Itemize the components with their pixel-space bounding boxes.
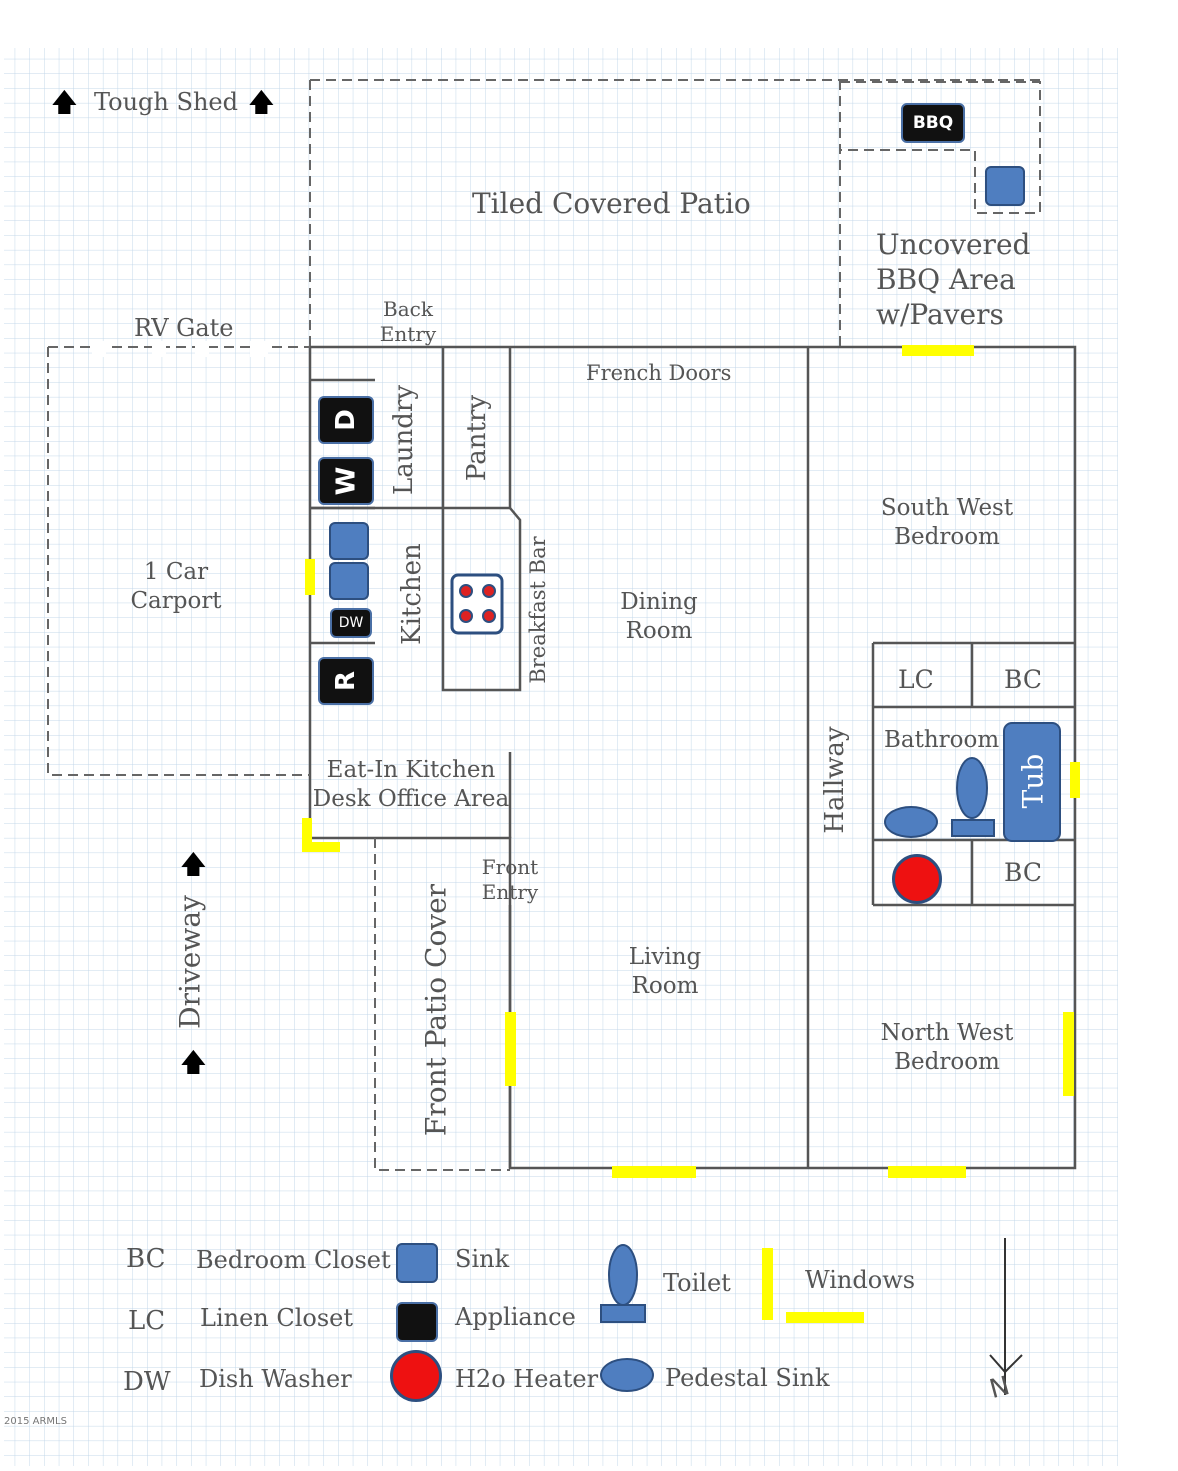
kitchen-label: Kitchen: [397, 543, 427, 645]
bbq-sink-icon: [985, 166, 1025, 206]
legend-toilet-tank: [600, 1304, 646, 1323]
rv-gate-opening: [195, 341, 209, 357]
legend-toilet-text: Toilet: [663, 1269, 731, 1297]
legend-window-icon: [786, 1312, 864, 1323]
legend-windows-text: Windows: [805, 1266, 916, 1294]
back-entry-label: Back Entry: [379, 297, 437, 346]
legend-lc-text: Linen Closet: [200, 1304, 354, 1332]
carport-dashed-outline: [47, 346, 310, 776]
tough-shed-label: Tough Shed: [94, 88, 238, 116]
bbq-area-outline: [840, 81, 1041, 214]
rv-gate-opening: [250, 341, 268, 357]
hallway-label: Hallway: [820, 726, 850, 834]
up-arrow-icon: 🡅: [248, 88, 275, 118]
nw-bedroom-label: North West Bedroom: [880, 1020, 1014, 1075]
bath-pedestal-sink-icon: [884, 806, 938, 838]
patio-dashed-outline: [309, 79, 1040, 347]
watermark: 2015 ARMLS: [4, 1416, 67, 1427]
bathtub-icon: [1003, 722, 1061, 842]
pantry-label: Pantry: [462, 394, 492, 482]
tub-label: Tub: [1016, 753, 1050, 809]
dishwasher-appliance: DW: [330, 608, 372, 638]
legend-pedestal-text: Pedestal Sink: [665, 1364, 830, 1392]
burner-icon: [482, 584, 496, 598]
legend-bc-abbr: BC: [126, 1244, 166, 1274]
legend-appliance-icon: [396, 1302, 438, 1342]
water-heater-icon: [892, 854, 942, 904]
driveway-label: Driveway: [173, 895, 207, 1029]
burner-icon: [459, 584, 473, 598]
laundry-appliance-wall: [310, 378, 375, 645]
front-entry-label: Front Entry: [481, 855, 539, 904]
legend-toilet-bowl: [608, 1244, 638, 1306]
bath-toilet-bowl: [956, 757, 988, 819]
window-marker: [902, 345, 974, 356]
dryer-appliance: D: [318, 396, 374, 444]
window-marker: [612, 1166, 696, 1178]
bath-walls: [871, 641, 1075, 907]
french-doors-label: French Doors: [586, 361, 732, 385]
sw-bedroom-label: South West Bedroom: [880, 495, 1014, 550]
legend-heater-icon: [390, 1350, 442, 1402]
living-room-label: Living Room: [628, 944, 702, 999]
window-marker: [302, 842, 340, 852]
legend-window-icon: [762, 1248, 773, 1320]
eat-in-kitchen-label: Eat-In Kitchen Desk Office Area: [312, 757, 510, 812]
graph-paper-grid: [4, 48, 1118, 1466]
kitchen-sink-icon: [329, 522, 369, 560]
north-arrow-head: [989, 1354, 1023, 1374]
window-marker: [305, 559, 315, 595]
bedroom-closet-label: BC: [1004, 858, 1042, 887]
legend-sink-text: Sink: [455, 1245, 510, 1273]
legend-sink-icon: [396, 1243, 438, 1283]
laundry-label: Laundry: [389, 384, 419, 496]
rv-gate-label: RV Gate: [134, 314, 234, 342]
washer-appliance: W: [318, 457, 374, 505]
window-marker: [1070, 762, 1080, 798]
bath-toilet-tank: [951, 819, 995, 837]
up-arrow-icon: 🡅: [51, 88, 78, 118]
front-patio-label: Front Patio Cover: [419, 883, 453, 1137]
legend-lc-abbr: LC: [128, 1306, 166, 1336]
dining-room-label: Dining Room: [620, 589, 698, 644]
rv-gate-opening: [152, 341, 166, 357]
refrigerator-appliance: R: [318, 657, 374, 705]
bathroom-label: Bathroom: [884, 727, 1000, 753]
kitchen-wall: [441, 507, 522, 692]
breakfast-bar-label: Breakfast Bar: [526, 536, 550, 684]
front-patio-dashed-outline: [374, 838, 510, 1171]
legend-heater-text: H2o Heater: [455, 1365, 599, 1393]
window-marker: [888, 1166, 966, 1178]
rv-gate-opening: [92, 341, 106, 357]
burner-icon: [482, 609, 496, 623]
window-marker: [1063, 1012, 1074, 1096]
kitchen-sink-icon: [329, 562, 369, 600]
linen-closet-label: LC: [898, 665, 934, 694]
legend-dw-text: Dish Washer: [199, 1365, 352, 1393]
window-marker: [505, 1012, 516, 1086]
up-arrow-icon: 🡅: [180, 1048, 207, 1078]
legend-bc-text: Bedroom Closet: [196, 1246, 391, 1274]
stove-icon: [450, 573, 504, 635]
legend-appliance-text: Appliance: [455, 1303, 576, 1331]
tiled-patio-label: Tiled Covered Patio: [472, 187, 751, 220]
legend-dw-abbr: DW: [123, 1367, 171, 1397]
bbq-appliance: BBQ: [901, 103, 965, 143]
burner-icon: [459, 609, 473, 623]
window-marker: [302, 818, 312, 850]
uncovered-bbq-label: Uncovered BBQ Area w/Pavers: [876, 228, 1031, 331]
carport-label: 1 Car Carport: [130, 559, 222, 614]
up-arrow-icon: 🡅: [180, 850, 207, 880]
bedroom-closet-label: BC: [1004, 665, 1042, 694]
legend-pedestal-sink-icon: [600, 1358, 654, 1392]
